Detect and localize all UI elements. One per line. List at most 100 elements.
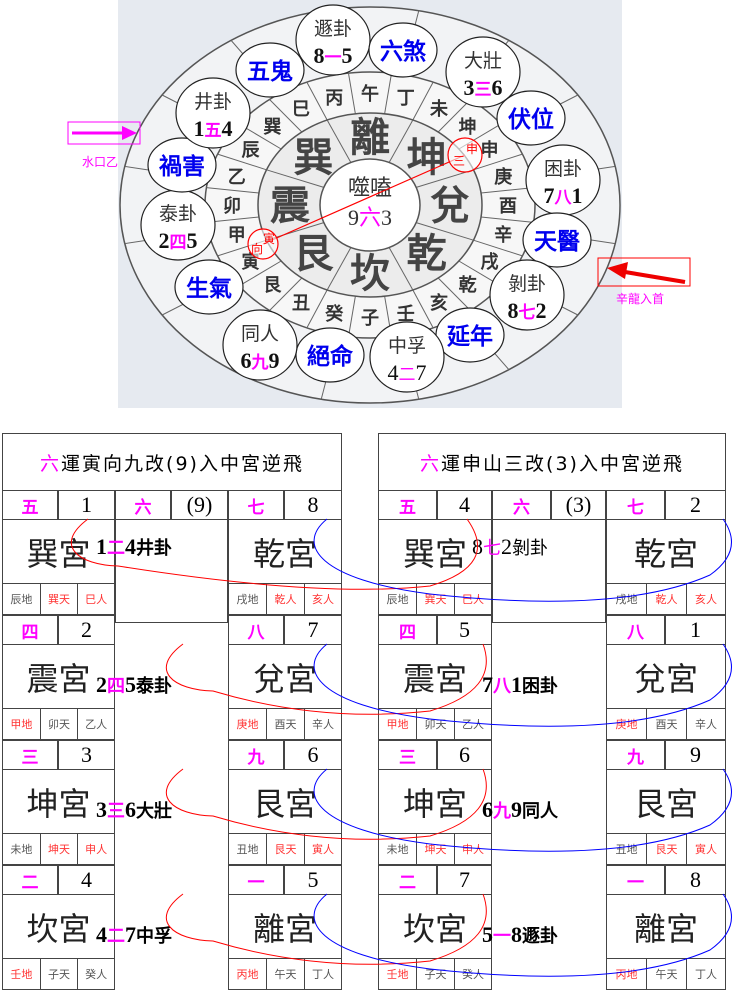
mountain-sub-label-text: 壬地 — [386, 968, 409, 981]
mountain-sub-label: 申人 — [454, 833, 492, 865]
hexagram-number-mid: 三 — [475, 80, 492, 100]
mountain-label: 艮 — [263, 275, 282, 296]
mountain-sub-label-text: 卯天 — [424, 718, 447, 731]
palace-name: 兌宮 — [228, 644, 342, 709]
annotation-b: 4 — [125, 534, 136, 559]
annotation-a: 6 — [482, 797, 493, 822]
palace-name-text: 巽宮 — [26, 534, 91, 573]
palace-name-text: 坤宮 — [26, 784, 91, 823]
trigram-divider — [416, 222, 474, 241]
mountain-sub-label: 寅人 — [686, 833, 726, 865]
mountain-sub-label-text: 甲地 — [10, 718, 33, 731]
period-star-text: 五 — [21, 497, 39, 518]
period-star-text: 五 — [399, 497, 416, 518]
palace-name-text: 乾宮 — [633, 534, 698, 573]
period-star: 二 — [378, 865, 437, 895]
star-name: 六煞 — [380, 38, 427, 65]
annotation-mid: 一 — [493, 926, 511, 947]
hexagram-number-b: 1 — [572, 183, 583, 208]
palace-name-text: 巽宮 — [402, 534, 467, 573]
mountain-label: 巽 — [263, 117, 281, 138]
annotation-b: 5 — [125, 672, 136, 697]
hexagram-number-mid: 五 — [205, 121, 222, 141]
mountain-label: 癸 — [324, 303, 344, 325]
palace-name-text: 坤宮 — [402, 784, 467, 823]
flying-star-number-text: 1 — [690, 617, 701, 642]
mountain-sub-label: 辛人 — [304, 708, 342, 740]
center-star-cn-text: 六 — [513, 497, 530, 518]
palace-name-text: 艮宮 — [633, 784, 698, 823]
bubble-circle — [147, 137, 217, 193]
star-name: 天醫 — [534, 229, 580, 255]
title-text: 運寅向九改(9)入中宮逆飛 — [61, 452, 304, 475]
annotation-name: 困卦 — [522, 676, 558, 697]
mountain-sub-label: 子天 — [416, 958, 455, 990]
star-name: 絕命 — [307, 343, 354, 370]
flying-star-number-text: 4 — [459, 492, 470, 517]
mountain-sub-label-text: 未地 — [10, 843, 33, 856]
star-bubble: 絕命 — [295, 327, 365, 383]
center-number-right: 3 — [381, 205, 392, 230]
center-numbers: 9六3 — [348, 205, 392, 230]
mountain-sub-label-text: 丙地 — [236, 968, 259, 981]
mountain-sub-label-text: 未地 — [386, 843, 409, 856]
table-title: 六運申山三改(3)入中宮逆飛 — [378, 433, 726, 491]
palace-name: 兌宮 — [606, 644, 726, 709]
mountain-sub-label: 未地 — [2, 833, 41, 865]
mountain-sub-label-text: 丑地 — [615, 843, 638, 856]
trigram-label: 離 — [350, 115, 390, 161]
hexagram-number-b: 4 — [222, 116, 233, 141]
mountain-sub-label-text: 寅人 — [695, 843, 717, 856]
hexagram-annotation: 4二7中孚 — [96, 922, 172, 948]
mountain-sub-label-text: 辰地 — [10, 593, 33, 606]
star-bubble: 生氣 — [174, 259, 244, 315]
hexagram-annotation: 7八1困卦 — [482, 672, 558, 698]
mountain-sub-label-text: 寅人 — [312, 843, 334, 856]
mountain-sub-label: 卯天 — [39, 708, 79, 740]
mountain-divider — [269, 99, 303, 133]
mountain-sub-label-text: 丁人 — [312, 968, 334, 981]
hexagram-numbers: 7八1 — [544, 183, 583, 208]
star-bubble: 伏位 — [496, 90, 566, 146]
mountain-sub-label: 乾人 — [646, 583, 687, 615]
hexagram-numbers: 8一5 — [314, 43, 353, 68]
hexagram-annotation: 2四5泰卦 — [96, 672, 172, 698]
period-star-text: 二 — [399, 872, 416, 893]
mountain-sub-label: 乾人 — [266, 583, 305, 615]
hexagram-annotation: 6九9同人 — [482, 797, 558, 823]
flying-star-number-text: 2 — [690, 492, 701, 517]
mountain-sub-label-text: 甲地 — [386, 718, 409, 731]
palace-name: 艮宮 — [606, 769, 726, 834]
star-bubble: 延年 — [435, 307, 505, 363]
flying-star-number: 6 — [284, 740, 342, 770]
trigram-label: 乾 — [407, 231, 447, 277]
mountain-sub-label-text: 酉天 — [655, 718, 678, 731]
period-star: 四 — [2, 615, 58, 645]
mountain-sub-label: 酉天 — [646, 708, 687, 740]
mountain-sub-label-text: 巽天 — [424, 593, 447, 606]
annotation-mid: 二 — [107, 926, 125, 947]
center-star-num: (9) — [171, 490, 228, 520]
dragon-arrow-box — [597, 257, 691, 287]
mountain-sub-label: 坤天 — [39, 833, 79, 865]
hexagram-number-a: 1 — [194, 116, 205, 141]
hexagram-name: 中孚 — [388, 335, 426, 357]
hexagram-number-a: 8 — [508, 298, 519, 323]
hexagram-number-b: 7 — [416, 360, 427, 385]
mountain-label: 壬 — [397, 304, 415, 325]
annotation-mid: 三 — [107, 801, 125, 822]
annotation-b: 7 — [125, 922, 136, 947]
flying-star-number: 4 — [437, 490, 492, 520]
bubble-circle — [222, 309, 298, 381]
mountain-sub-label: 丁人 — [304, 958, 342, 990]
mountain-label: 午 — [361, 83, 379, 105]
mountain-divider — [412, 289, 434, 329]
mountain-sub-label: 艮天 — [266, 833, 305, 865]
bubble-circle — [368, 22, 438, 78]
mountain-label: 甲 — [228, 225, 246, 246]
title-prefix: 六 — [40, 452, 62, 475]
mountain-divider — [480, 216, 534, 223]
trigram-divider — [266, 169, 324, 188]
